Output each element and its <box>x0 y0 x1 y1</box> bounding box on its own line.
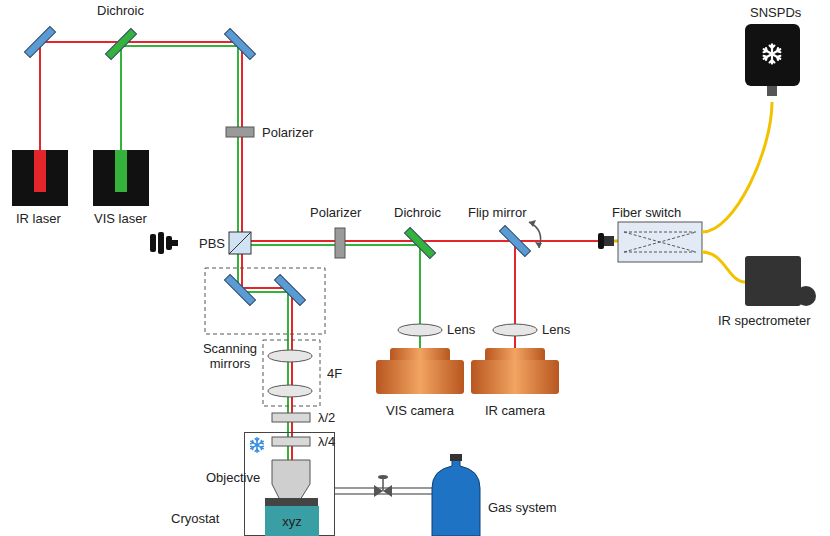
component-label: Polarizer <box>310 205 361 220</box>
component-label: λ/4 <box>318 434 335 449</box>
component-label: VIS camera <box>386 403 454 418</box>
component-label: IR laser <box>16 211 61 226</box>
component-label: PBS <box>199 236 225 251</box>
component-label: Lens <box>447 322 475 337</box>
component-label: Flip mirror <box>468 205 527 220</box>
component-label: SNSPDs <box>750 5 801 20</box>
stage-box: xyz <box>265 506 319 536</box>
component-label: Fiber switch <box>612 205 681 220</box>
component-label: IR camera <box>485 403 545 418</box>
component-label: λ/2 <box>318 410 335 425</box>
component-label: Lens <box>542 322 570 337</box>
node-text: Cryostat <box>171 511 219 526</box>
component-label: Objective <box>206 470 260 485</box>
component-label: Scanning mirrors <box>190 341 270 371</box>
node-text: xyz <box>282 514 302 529</box>
component-label: Dichroic <box>394 205 441 220</box>
component-label: IR spectrometer <box>718 313 810 328</box>
component-label: 4F <box>327 366 342 381</box>
component-label: VIS laser <box>94 211 147 226</box>
component-label: Gas system <box>488 500 557 515</box>
component-label: Dichroic <box>97 3 144 18</box>
component-label: Polarizer <box>262 125 313 140</box>
